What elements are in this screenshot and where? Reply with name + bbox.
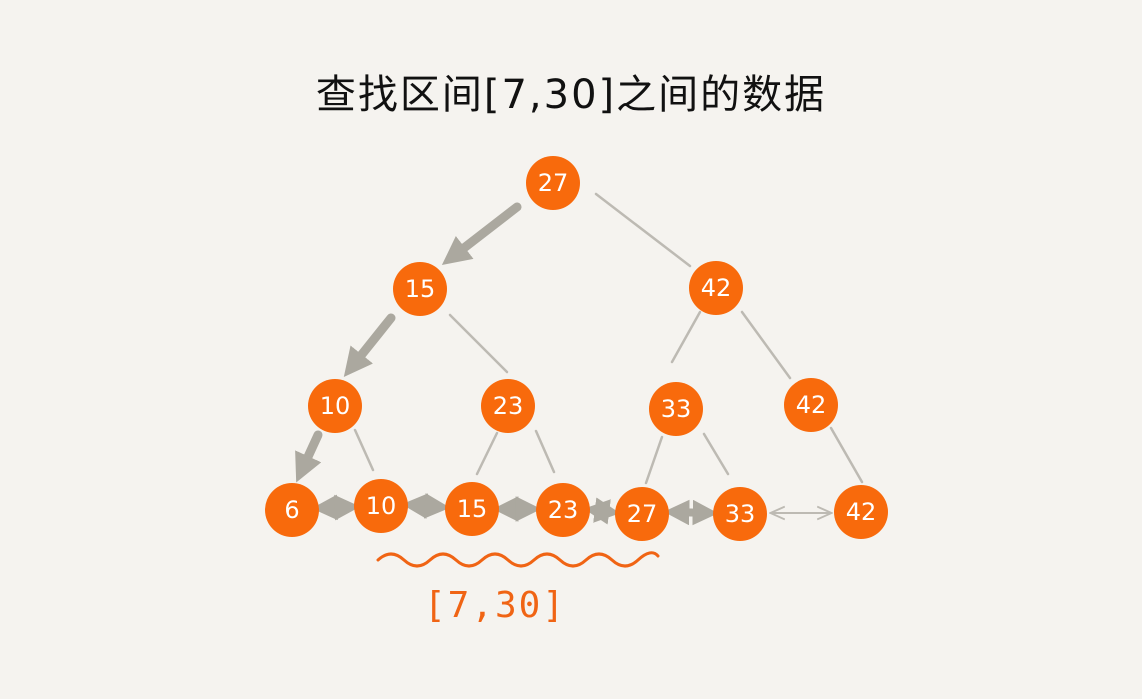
leaf-node-4: 27 xyxy=(615,487,669,541)
node-label: 27 xyxy=(538,169,569,197)
leaf-link-27-33 xyxy=(663,499,719,526)
edge-15-23 xyxy=(448,313,509,374)
node-l2-3: 42 xyxy=(784,378,838,432)
node-label: 42 xyxy=(701,274,732,302)
edge-23-23 xyxy=(534,429,556,474)
leaf-link-6-10 xyxy=(311,494,361,521)
node-label: 23 xyxy=(493,392,524,420)
node-label: 10 xyxy=(366,492,397,520)
nodes: 27 15 42 10 23 33 xyxy=(265,156,888,541)
range-label: [7,30] xyxy=(423,585,567,626)
diagram-title: 查找区间[7,30]之间的数据 xyxy=(315,72,827,118)
search-arrow-27-15 xyxy=(441,202,522,266)
edge-42-33 xyxy=(670,310,702,364)
node-label: 27 xyxy=(627,500,658,528)
node-root: 27 xyxy=(526,156,580,210)
node-label: 6 xyxy=(284,496,299,524)
leaf-node-0: 6 xyxy=(265,483,319,537)
leaf-node-6: 42 xyxy=(834,485,888,539)
node-label: 15 xyxy=(405,275,436,303)
tree-edges xyxy=(353,192,864,485)
leaf-link-23-27 xyxy=(583,497,621,525)
node-label: 23 xyxy=(548,496,579,524)
node-label: 33 xyxy=(725,500,756,528)
range-wavy-underline xyxy=(376,551,660,568)
edge-42-42-leaf xyxy=(829,426,864,484)
search-path xyxy=(295,202,522,483)
node-label: 10 xyxy=(320,392,351,420)
node-l2-1: 23 xyxy=(481,379,535,433)
node-l1-right: 42 xyxy=(689,261,743,315)
edge-33-27 xyxy=(644,435,664,485)
search-arrow-15-10 xyxy=(343,313,396,377)
node-l1-left: 15 xyxy=(393,262,447,316)
edge-23-15 xyxy=(475,431,499,476)
leaf-node-1: 10 xyxy=(354,479,408,533)
edge-27-42 xyxy=(594,192,692,268)
node-label: 33 xyxy=(661,395,692,423)
node-label: 42 xyxy=(846,498,877,526)
leaf-links xyxy=(311,493,719,526)
leaf-node-5: 33 xyxy=(713,487,767,541)
leaf-node-2: 15 xyxy=(445,482,499,536)
node-l2-2: 33 xyxy=(649,382,703,436)
leaf-node-3: 23 xyxy=(536,483,590,537)
edge-33-33 xyxy=(702,432,730,476)
edge-42-42 xyxy=(740,310,792,380)
node-label: 15 xyxy=(457,495,488,523)
edge-10-10 xyxy=(353,428,375,472)
node-l2-0: 10 xyxy=(308,379,362,433)
search-arrow-10-6 xyxy=(295,430,323,483)
node-label: 42 xyxy=(796,391,827,419)
leaf-link-10-15 xyxy=(401,493,451,519)
